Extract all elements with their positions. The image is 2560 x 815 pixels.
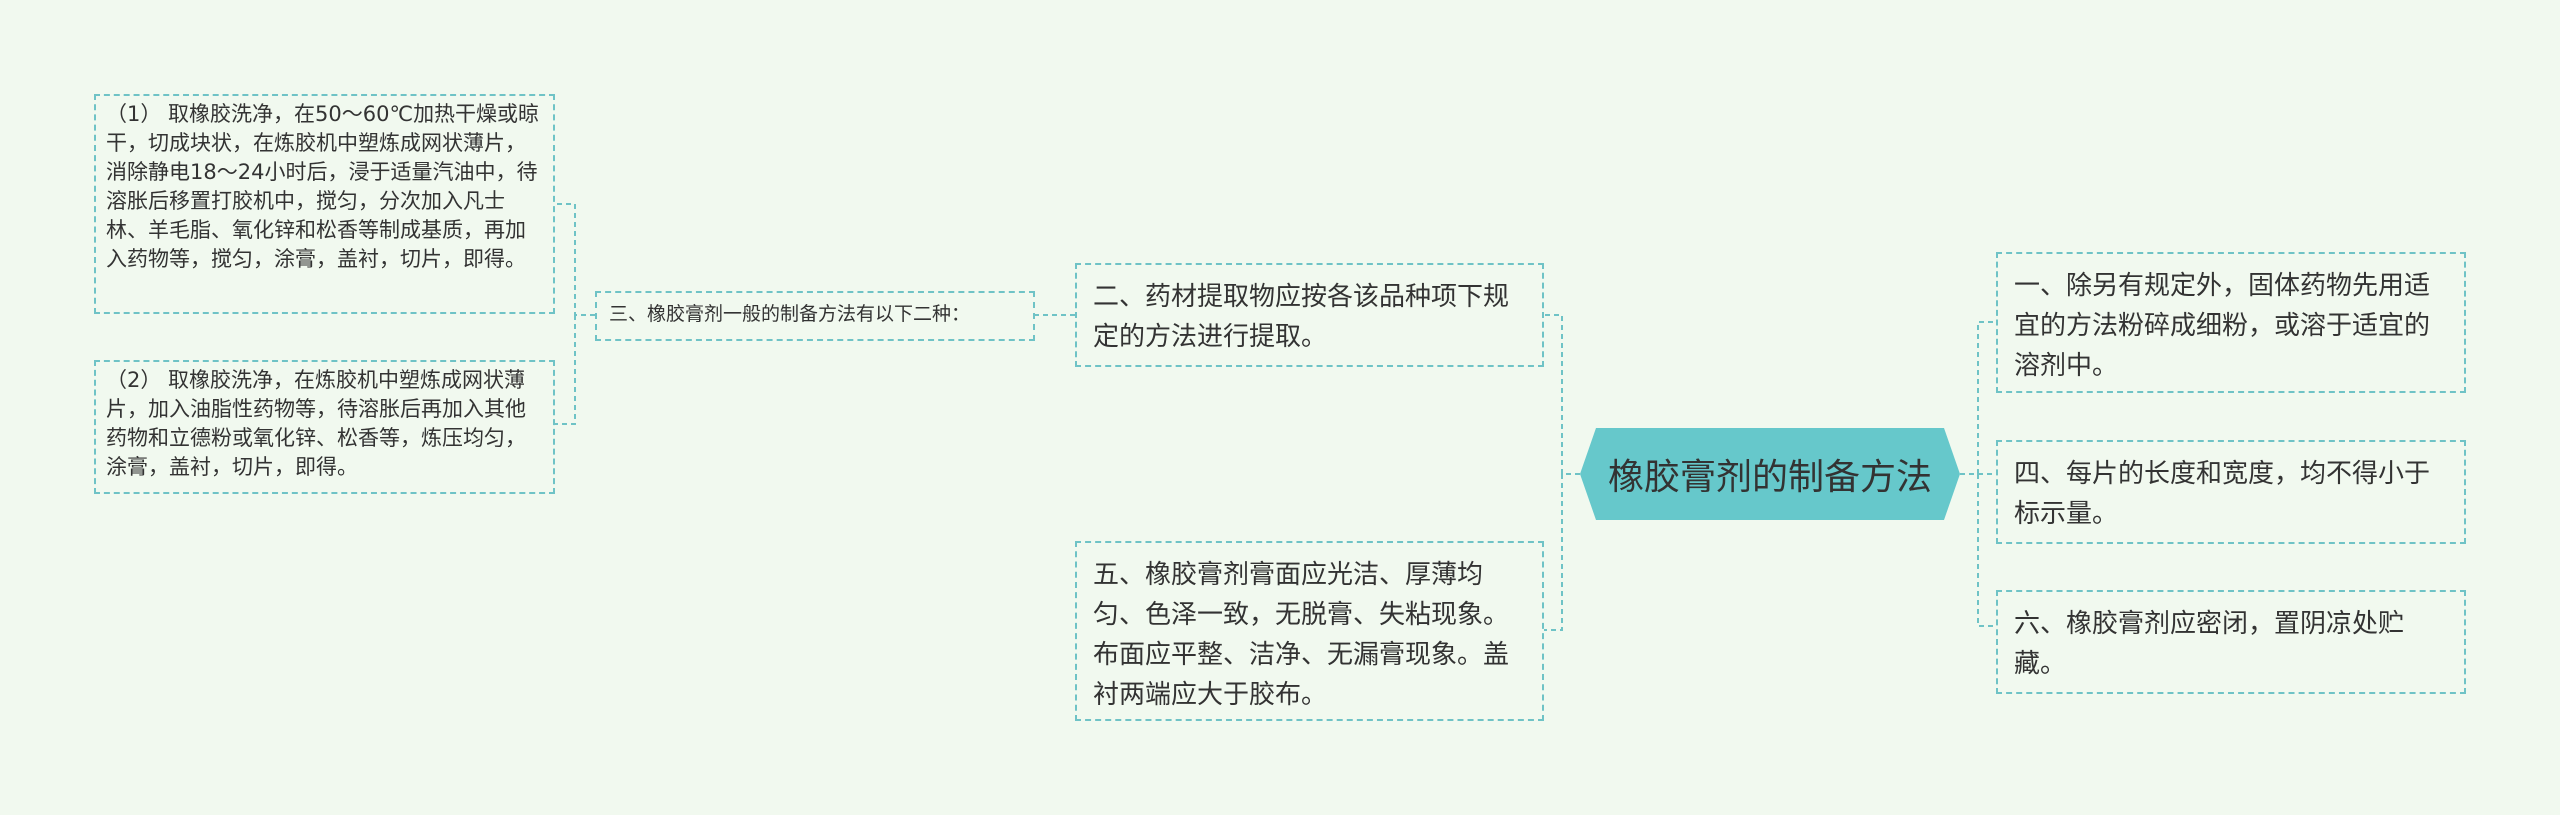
connector-root-right-1 xyxy=(1960,321,1996,475)
sub-label-1: （1） 取橡胶洗净，在50～60℃加热干燥或晾干，切成块状，在炼胶机中塑炼成网状… xyxy=(106,102,540,271)
root-shape xyxy=(1580,428,1960,520)
connector-3-to-sub2 xyxy=(555,315,576,425)
branch-node-1[interactable]: 一、除另有规定外，固体药物先用适宜的方法粉碎成细粉，或溶于适宜的溶剂中。 xyxy=(1996,252,2466,393)
branch-label-3: 三、橡胶膏剂一般的制备方法有以下二种： xyxy=(609,303,971,325)
branch-node-5[interactable]: 五、橡胶膏剂膏面应光洁、厚薄均匀、色泽一致，无脱膏、失粘现象。布面应平整、洁净、… xyxy=(1075,541,1544,721)
sub-node-2[interactable]: （2） 取橡胶洗净，在炼胶机中塑炼成网状薄片，加入油脂性药物等，待溶胀后再加入其… xyxy=(94,360,555,494)
connector-root-left-2 xyxy=(1544,474,1563,631)
branch-node-3[interactable]: 三、橡胶膏剂一般的制备方法有以下二种： xyxy=(595,291,1035,341)
branch-node-2[interactable]: 二、药材提取物应按各该品种项下规定的方法进行提取。 xyxy=(1075,263,1544,367)
connector-root-right-3 xyxy=(1960,473,1996,627)
branch-label-4: 四、每片的长度和宽度，均不得小于标示量。 xyxy=(2014,459,2431,529)
branch-label-5: 五、橡胶膏剂膏面应光洁、厚薄均匀、色泽一致，无脱膏、失粘现象。布面应平整、洁净、… xyxy=(1093,560,1510,710)
branch-label-1: 一、除另有规定外，固体药物先用适宜的方法粉碎成细粉，或溶于适宜的溶剂中。 xyxy=(2014,271,2431,381)
branch-label-6: 六、橡胶膏剂应密闭，置阴凉处贮藏。 xyxy=(2014,609,2405,679)
sub-label-2: （2） 取橡胶洗净，在炼胶机中塑炼成网状薄片，加入油脂性药物等，待溶胀后再加入其… xyxy=(106,368,526,479)
connector-root-left-1 xyxy=(1544,314,1580,475)
connector-3-to-sub1 xyxy=(555,203,595,316)
sub-node-1[interactable]: （1） 取橡胶洗净，在50～60℃加热干燥或晾干，切成块状，在炼胶机中塑炼成网状… xyxy=(94,94,555,314)
branch-label-2: 二、药材提取物应按各该品种项下规定的方法进行提取。 xyxy=(1093,282,1510,352)
root-label: 橡胶膏剂的制备方法 xyxy=(1607,457,1932,498)
root-node[interactable]: 橡胶膏剂的制备方法 xyxy=(1580,428,1960,520)
branch-node-4[interactable]: 四、每片的长度和宽度，均不得小于标示量。 xyxy=(1996,440,2466,544)
branch-node-6[interactable]: 六、橡胶膏剂应密闭，置阴凉处贮藏。 xyxy=(1996,590,2466,694)
